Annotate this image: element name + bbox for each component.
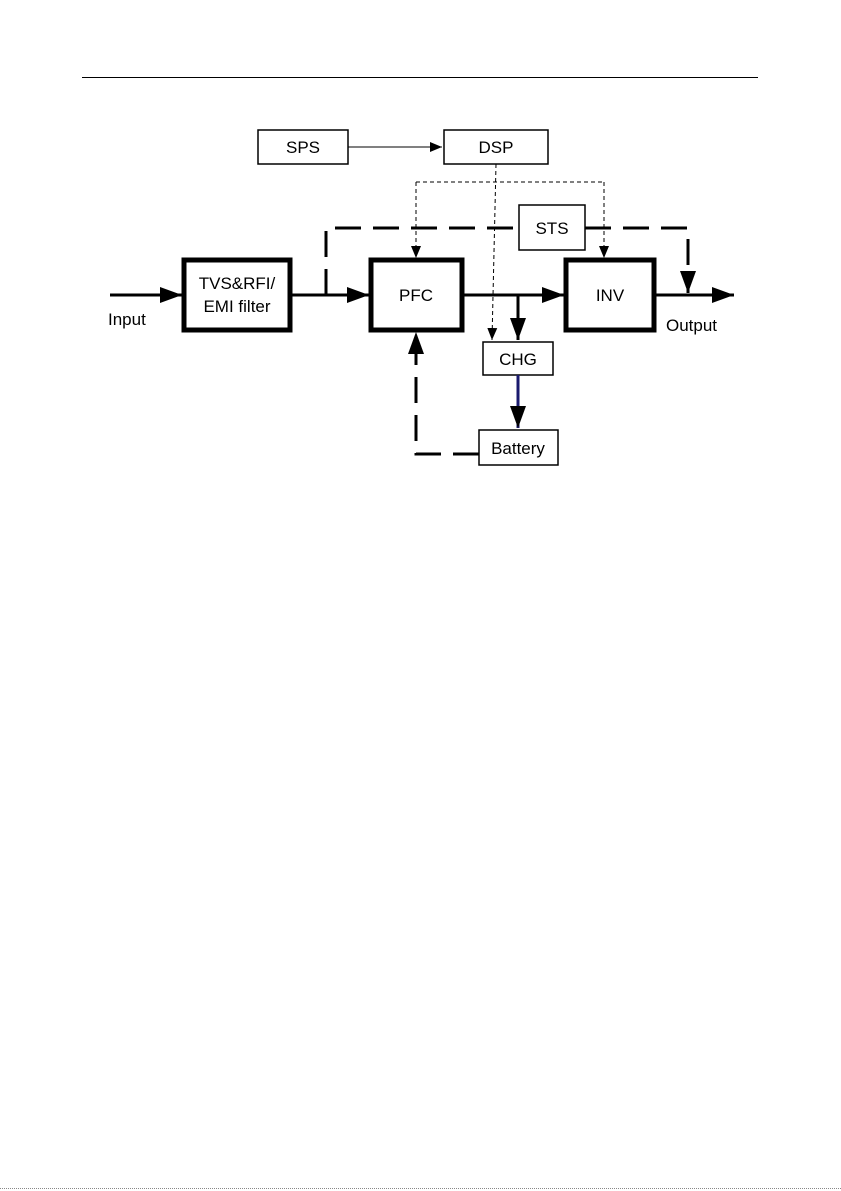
filter-label-line2: EMI filter <box>203 297 270 316</box>
chg-label: CHG <box>499 350 537 369</box>
pfc-block: PFC <box>371 260 462 330</box>
chg-block: CHG <box>483 342 553 375</box>
filter-label-line1: TVS&RFI/ <box>199 274 276 293</box>
sps-label: SPS <box>286 138 320 157</box>
footer-rule <box>0 1188 841 1189</box>
pfc-label: PFC <box>399 286 433 305</box>
dsp-block: DSP <box>444 130 548 164</box>
output-label: Output <box>666 316 717 335</box>
sts-label: STS <box>535 219 568 238</box>
sps-block: SPS <box>258 130 348 164</box>
battery-block: Battery <box>479 430 558 465</box>
sts-block: STS <box>519 205 585 250</box>
filter-block: TVS&RFI/ EMI filter <box>184 260 290 330</box>
battery-label: Battery <box>491 439 545 458</box>
inv-label: INV <box>596 286 625 305</box>
dsp-label: DSP <box>479 138 514 157</box>
dsp-to-chg-control <box>492 164 496 340</box>
battery-to-pfc-path <box>416 332 479 454</box>
input-label: Input <box>108 310 146 329</box>
inv-block: INV <box>566 260 654 330</box>
